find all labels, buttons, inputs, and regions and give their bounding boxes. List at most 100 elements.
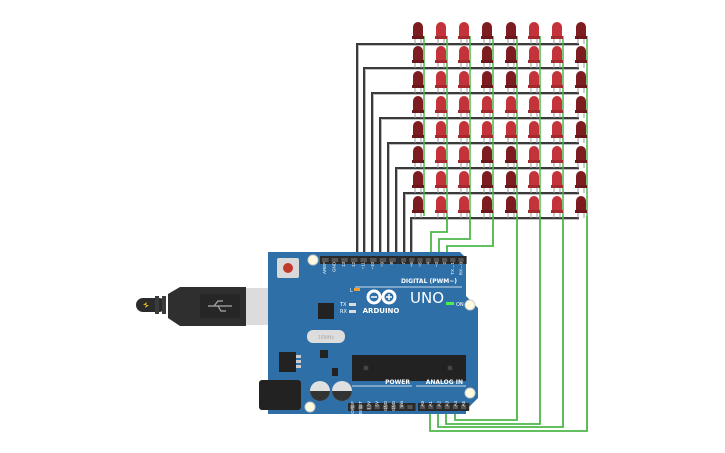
led-off[interactable] <box>505 146 517 168</box>
led-off[interactable] <box>505 196 517 218</box>
row-wire[interactable] <box>403 192 579 258</box>
led-on[interactable] <box>458 22 470 44</box>
led-on[interactable] <box>551 96 563 118</box>
column-wire[interactable] <box>445 216 541 425</box>
header-pin[interactable] <box>450 258 456 262</box>
led-on[interactable] <box>435 96 447 118</box>
header-pin[interactable] <box>360 258 367 262</box>
led-off[interactable] <box>481 46 493 68</box>
led-off[interactable] <box>481 22 493 44</box>
led-off[interactable] <box>481 196 493 218</box>
header-pin[interactable] <box>331 258 339 262</box>
header-pin[interactable] <box>379 258 387 262</box>
led-off[interactable] <box>505 171 517 193</box>
header-pin[interactable] <box>458 258 464 262</box>
header-pin[interactable] <box>420 405 426 409</box>
led-on[interactable] <box>481 121 493 143</box>
header-pin[interactable] <box>391 405 397 409</box>
led-off[interactable] <box>481 71 493 93</box>
column-wire[interactable] <box>429 216 588 432</box>
header-pin[interactable] <box>370 258 377 262</box>
header-pin[interactable] <box>428 405 434 409</box>
led-off[interactable] <box>505 22 517 44</box>
led-off[interactable] <box>481 171 493 193</box>
led-off[interactable] <box>412 121 424 143</box>
header-pin[interactable] <box>417 258 423 262</box>
digital-header[interactable] <box>320 256 467 264</box>
led-off[interactable] <box>412 71 424 93</box>
led-on[interactable] <box>528 196 540 218</box>
header-pin[interactable] <box>461 405 467 409</box>
led-on[interactable] <box>458 171 470 193</box>
header-pin[interactable] <box>399 405 405 409</box>
led-off[interactable] <box>575 46 587 68</box>
led-on[interactable] <box>458 71 470 93</box>
led-on[interactable] <box>435 22 447 44</box>
led-on[interactable] <box>505 96 517 118</box>
led-off[interactable] <box>575 22 587 44</box>
row-wire[interactable] <box>395 167 579 258</box>
row-wire[interactable] <box>379 117 579 258</box>
led-on[interactable] <box>458 196 470 218</box>
led-on[interactable] <box>435 171 447 193</box>
led-on[interactable] <box>528 146 540 168</box>
led-off[interactable] <box>481 146 493 168</box>
header-pin[interactable] <box>409 258 415 262</box>
led-on[interactable] <box>551 46 563 68</box>
row-wire[interactable] <box>356 43 579 258</box>
led-off[interactable] <box>412 22 424 44</box>
led-off[interactable] <box>412 146 424 168</box>
led-on[interactable] <box>528 22 540 44</box>
led-on[interactable] <box>528 121 540 143</box>
led-off[interactable] <box>575 96 587 118</box>
led-on[interactable] <box>435 146 447 168</box>
header-pin[interactable] <box>433 258 439 262</box>
power-header[interactable] <box>348 403 416 411</box>
led-on[interactable] <box>528 171 540 193</box>
header-pin[interactable] <box>425 258 431 262</box>
led-on[interactable] <box>481 96 493 118</box>
led-off[interactable] <box>575 121 587 143</box>
column-wire[interactable] <box>430 216 448 258</box>
led-on[interactable] <box>458 121 470 143</box>
header-pin[interactable] <box>358 405 364 409</box>
row-wire[interactable] <box>371 92 579 258</box>
led-on[interactable] <box>435 121 447 143</box>
header-pin[interactable] <box>350 405 356 409</box>
column-wire[interactable] <box>437 216 564 428</box>
row-wire[interactable] <box>410 217 579 258</box>
row-wire[interactable] <box>363 67 579 258</box>
led-on[interactable] <box>435 46 447 68</box>
header-pin[interactable] <box>350 258 358 262</box>
led-off[interactable] <box>575 71 587 93</box>
header-pin[interactable] <box>436 405 442 409</box>
led-on[interactable] <box>528 46 540 68</box>
header-pin[interactable] <box>389 258 396 262</box>
power-jack[interactable] <box>259 380 301 410</box>
header-pin[interactable] <box>444 405 450 409</box>
led-on[interactable] <box>458 96 470 118</box>
header-pin[interactable] <box>452 405 458 409</box>
header-pin[interactable] <box>341 258 348 262</box>
led-off[interactable] <box>505 46 517 68</box>
led-on[interactable] <box>435 71 447 93</box>
led-on[interactable] <box>528 71 540 93</box>
usb-cable[interactable] <box>136 287 268 326</box>
led-on[interactable] <box>505 121 517 143</box>
header-pin[interactable] <box>322 258 329 262</box>
led-on[interactable] <box>551 171 563 193</box>
led-off[interactable] <box>575 171 587 193</box>
led-on[interactable] <box>551 146 563 168</box>
header-pin[interactable] <box>442 258 448 262</box>
led-off[interactable] <box>412 171 424 193</box>
led-on[interactable] <box>551 22 563 44</box>
led-off[interactable] <box>575 196 587 218</box>
led-on[interactable] <box>458 146 470 168</box>
led-off[interactable] <box>575 146 587 168</box>
led-off[interactable] <box>505 71 517 93</box>
row-wire[interactable] <box>387 142 579 258</box>
led-on[interactable] <box>435 196 447 218</box>
led-on[interactable] <box>551 196 563 218</box>
led-on[interactable] <box>528 96 540 118</box>
